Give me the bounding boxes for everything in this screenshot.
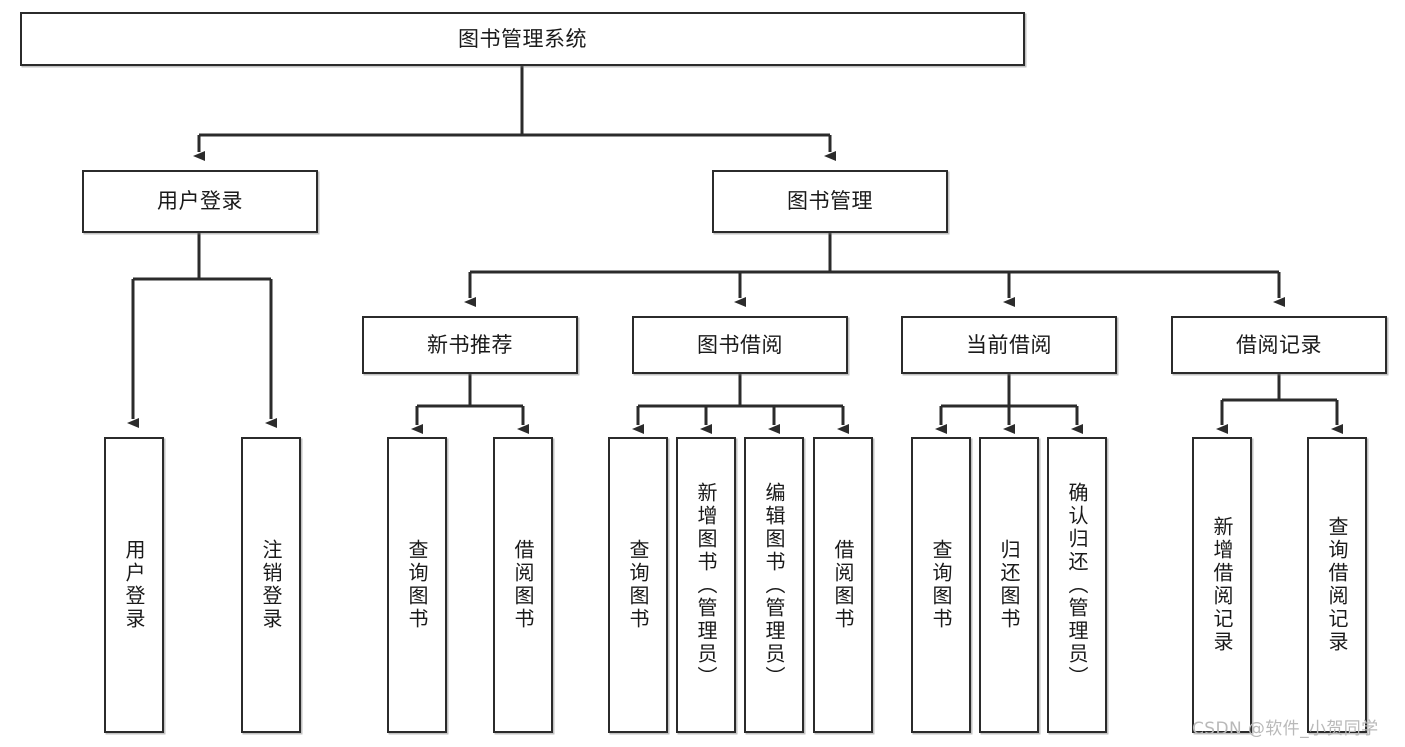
leaf-query-record[interactable]: 查询借阅记录 (1307, 437, 1367, 733)
leaf-query-book-2[interactable]: 查询图书 (608, 437, 668, 733)
node-label: 用户登录 (122, 539, 146, 631)
leaf-edit-book[interactable]: 编辑图书（管理员） (744, 437, 804, 733)
leaf-confirm-return[interactable]: 确认归还（管理员） (1047, 437, 1107, 733)
node-label: 借阅图书 (511, 539, 535, 631)
connector-group-currentborrow (935, 374, 1083, 434)
node-label: 归还图书 (997, 539, 1021, 631)
node-user-login[interactable]: 用户登录 (82, 170, 318, 233)
connector-group-borrowrecord (1216, 374, 1343, 434)
leaf-query-book-1[interactable]: 查询图书 (387, 437, 447, 733)
connector-group-bookborrow (632, 374, 849, 434)
node-label: 借阅图书 (831, 539, 855, 631)
node-book-manage[interactable]: 图书管理 (712, 170, 948, 233)
node-label: 图书管理 (787, 189, 873, 214)
connector-group-userlogin (127, 233, 277, 428)
node-label: 新增图书（管理员） (694, 481, 718, 689)
leaf-query-book-3[interactable]: 查询图书 (911, 437, 971, 733)
node-label: 编辑图书（管理员） (762, 481, 786, 689)
connector-group-newbook (411, 374, 529, 434)
node-label: 新增借阅记录 (1210, 516, 1234, 654)
connector-group-bookmanage (464, 233, 1285, 307)
leaf-user-login[interactable]: 用户登录 (104, 437, 164, 733)
node-label: 图书借阅 (697, 332, 783, 357)
node-new-book-rec[interactable]: 新书推荐 (362, 316, 578, 374)
node-label: 图书管理系统 (458, 26, 587, 51)
leaf-logout[interactable]: 注销登录 (241, 437, 301, 733)
leaf-add-book[interactable]: 新增图书（管理员） (676, 437, 736, 733)
node-book-borrow[interactable]: 图书借阅 (632, 316, 848, 374)
node-root-system[interactable]: 图书管理系统 (20, 12, 1025, 66)
node-current-borrow[interactable]: 当前借阅 (901, 316, 1117, 374)
node-label: 查询图书 (405, 539, 429, 631)
node-label: 当前借阅 (966, 332, 1052, 357)
node-label: 注销登录 (259, 539, 283, 631)
node-label: 新书推荐 (427, 332, 513, 357)
leaf-return-book[interactable]: 归还图书 (979, 437, 1039, 733)
csdn-watermark: CSDN @软件_小贺同学 (1192, 719, 1379, 739)
node-label: 查询借阅记录 (1325, 516, 1349, 654)
node-label: 借阅记录 (1236, 332, 1322, 357)
leaf-borrow-book-1[interactable]: 借阅图书 (493, 437, 553, 733)
connector-group-root (193, 66, 836, 161)
leaf-add-record[interactable]: 新增借阅记录 (1192, 437, 1252, 733)
node-label: 确认归还（管理员） (1065, 481, 1089, 689)
node-borrow-record[interactable]: 借阅记录 (1171, 316, 1387, 374)
node-label: 查询图书 (929, 539, 953, 631)
leaf-borrow-book-2[interactable]: 借阅图书 (813, 437, 873, 733)
node-label: 查询图书 (626, 539, 650, 631)
node-label: 用户登录 (157, 189, 243, 214)
